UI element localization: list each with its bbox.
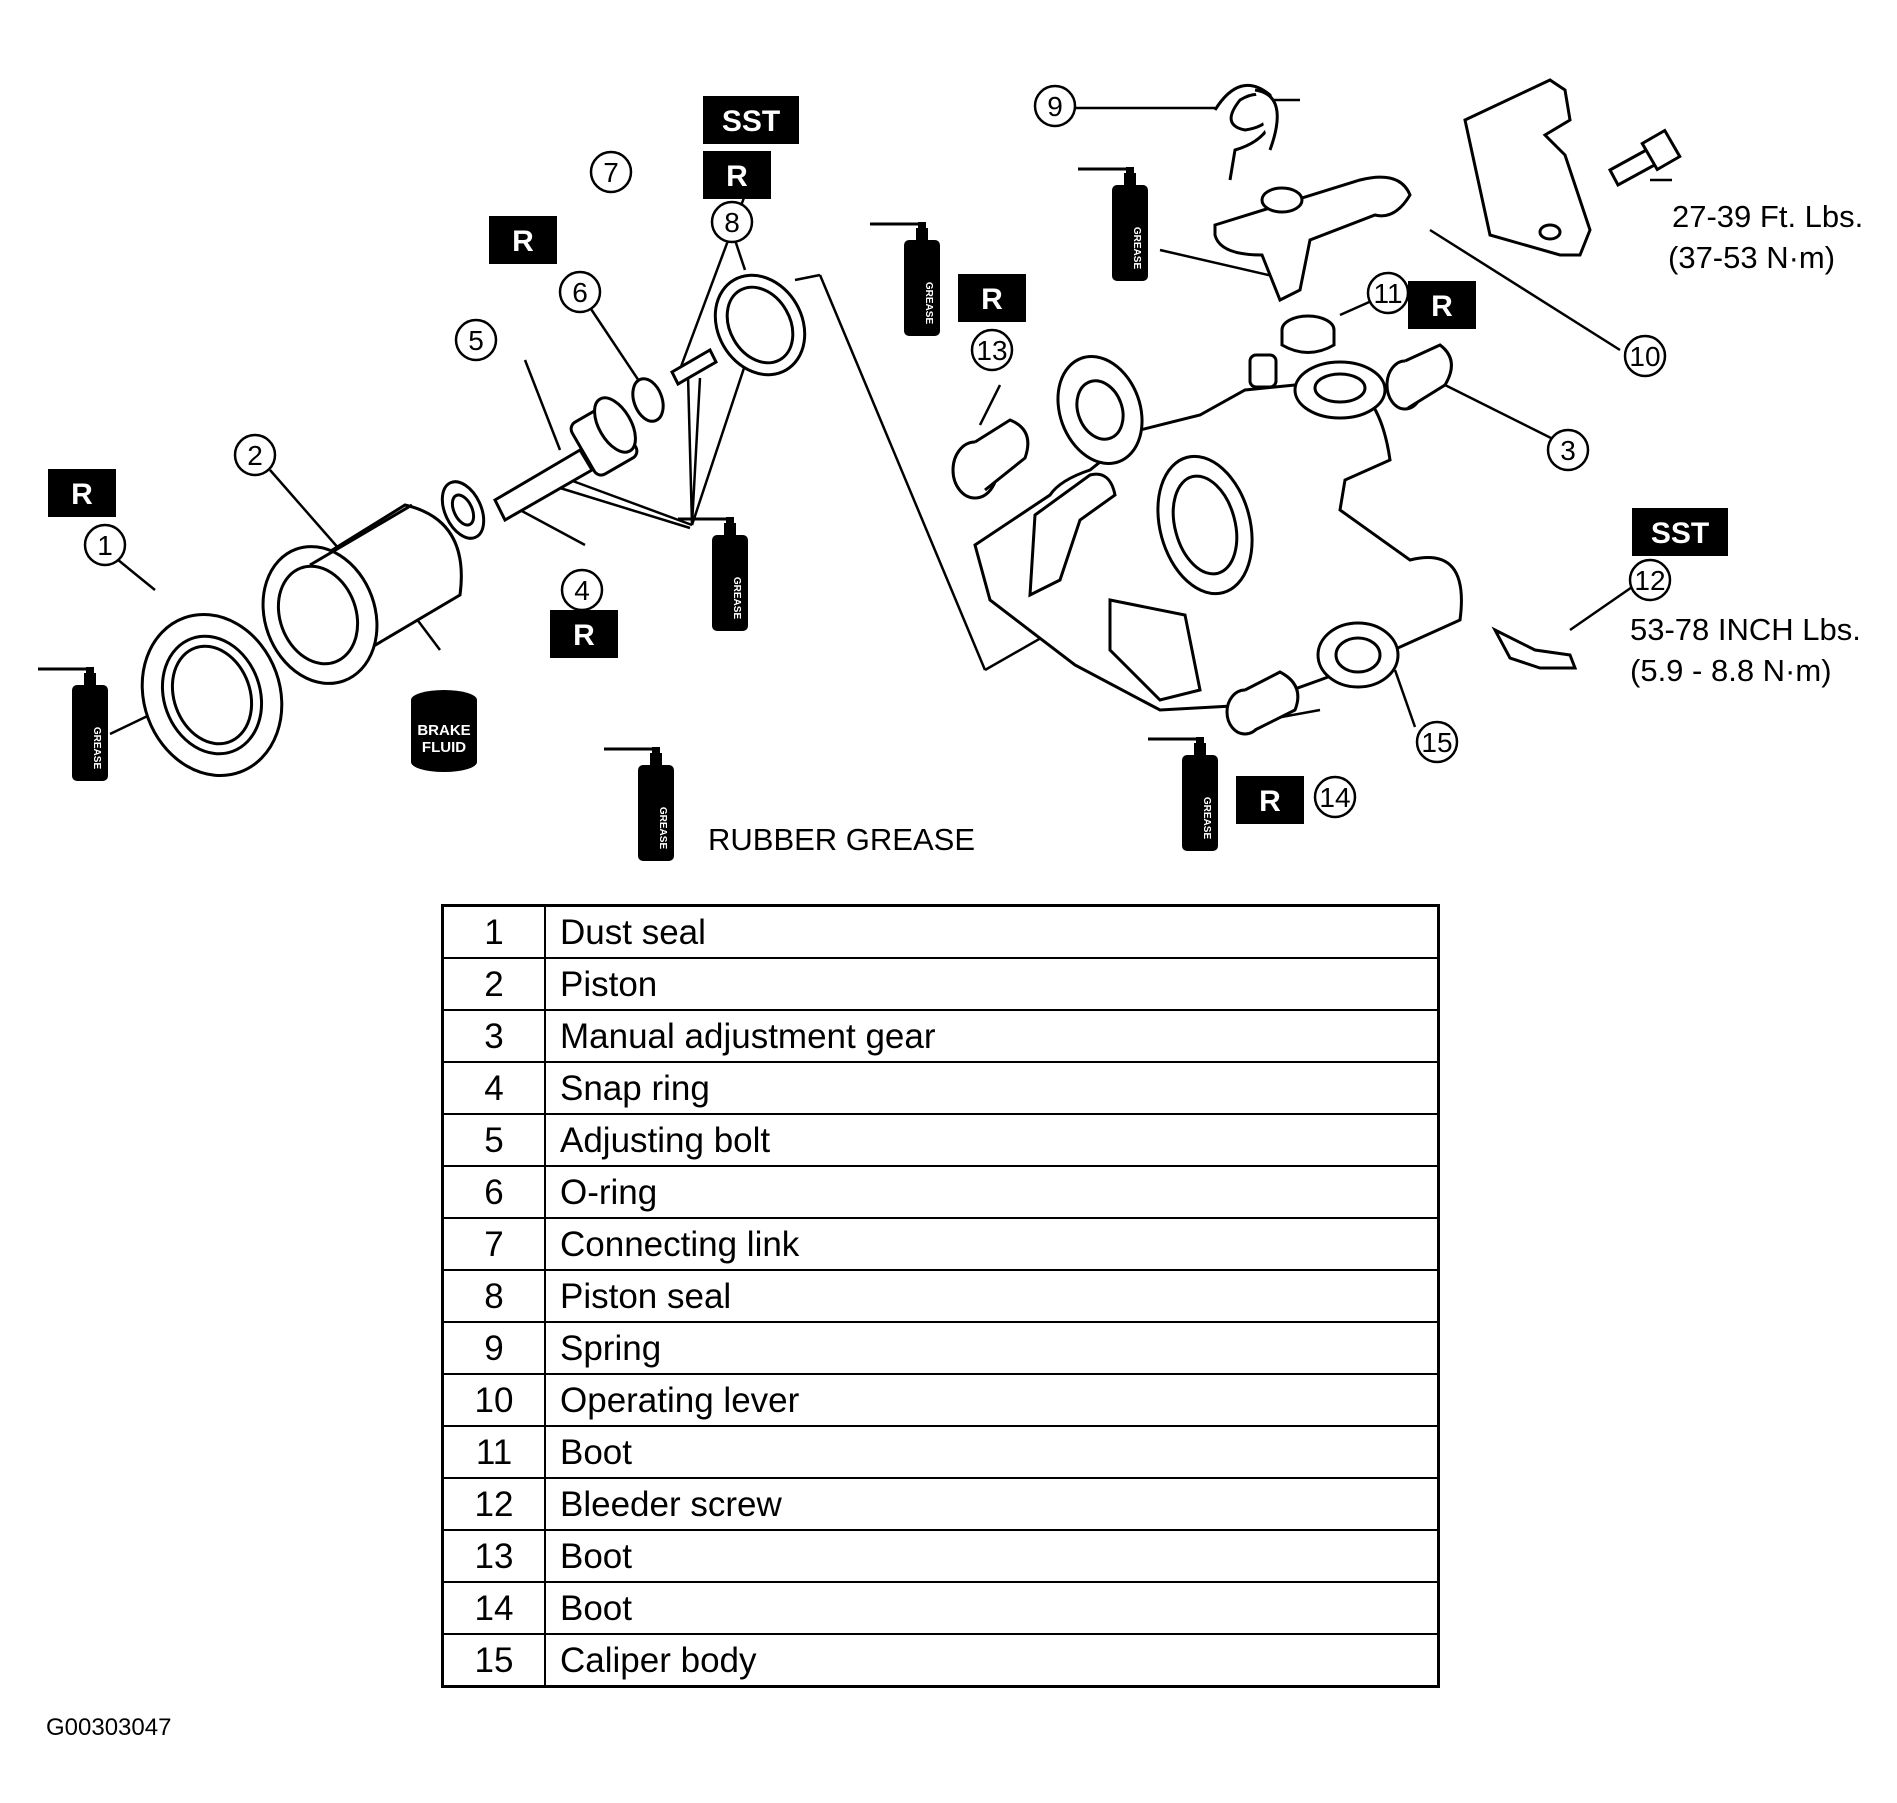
part-name: Piston seal [544, 1269, 1440, 1323]
svg-text:R: R [1259, 785, 1281, 818]
figure-id: G00303047 [46, 1714, 172, 1741]
svg-text:R: R [512, 225, 534, 258]
svg-text:R: R [981, 283, 1003, 316]
part-number: 9 [441, 1321, 546, 1375]
part-number: 1 [441, 904, 546, 959]
part-name: Dust seal [544, 904, 1440, 959]
torque-specs: 27-39 Ft. Lbs. (37-53 N·m) 53-78 INCH Lb… [1630, 199, 1863, 688]
rubber-grease-legend: RUBBER GREASE [708, 822, 975, 857]
svg-text:10: 10 [1629, 341, 1660, 372]
svg-text:R: R [573, 619, 595, 652]
part-name: Spring [544, 1321, 1440, 1375]
svg-text:FLUID: FLUID [422, 739, 466, 756]
part-name: Adjusting bolt [544, 1113, 1440, 1167]
svg-text:GREASE: GREASE [923, 282, 934, 325]
svg-text:SST: SST [722, 105, 780, 138]
part-name: Piston [544, 957, 1440, 1011]
part-callout-numbers: 1 2 3 4 5 6 7 8 9 10 11 12 13 14 15 [97, 91, 1665, 813]
svg-text:14: 14 [1319, 782, 1350, 813]
part-name: Boot [544, 1581, 1440, 1635]
grease-cans: GREASE GREASE GREASE GREASE GREASE GREAS… [36, 165, 1220, 863]
svg-text:7: 7 [603, 157, 619, 188]
part-number: 12 [441, 1477, 546, 1531]
svg-text:BRAKE: BRAKE [417, 722, 470, 739]
diagram-drawing: GREASE GREASE GREASE GREASE GREASE GREAS… [36, 78, 1863, 863]
part-number: 4 [441, 1061, 546, 1115]
part-number: 11 [441, 1425, 546, 1479]
part-name: Caliper body [544, 1633, 1440, 1688]
svg-text:15: 15 [1421, 727, 1452, 758]
brake-fluid-can: BRAKE FLUID [411, 690, 477, 772]
svg-text:GREASE: GREASE [657, 807, 668, 850]
part-name: O-ring [544, 1165, 1440, 1219]
part-number: 13 [441, 1529, 546, 1583]
parts-outlines [140, 78, 1682, 777]
svg-text:GREASE: GREASE [1131, 227, 1142, 270]
replace-tags: R R R R R R R [48, 151, 1476, 824]
torque-bleeder-inch: 53-78 INCH Lbs. [1630, 612, 1861, 647]
part-name: Snap ring [544, 1061, 1440, 1115]
svg-text:11: 11 [1373, 278, 1402, 309]
part-name: Bleeder screw [544, 1477, 1440, 1531]
svg-text:GREASE: GREASE [91, 727, 102, 770]
part-callouts [83, 84, 1672, 819]
part-number: 6 [441, 1165, 546, 1219]
svg-text:6: 6 [572, 277, 588, 308]
part-name: Manual adjustment gear [544, 1009, 1440, 1063]
svg-text:8: 8 [724, 207, 740, 238]
svg-text:GREASE: GREASE [1201, 797, 1212, 840]
svg-text:R: R [726, 160, 748, 193]
part-number: 10 [441, 1373, 546, 1427]
leader-lines [109, 98, 1672, 736]
part-name: Boot [544, 1529, 1440, 1583]
svg-text:12: 12 [1634, 565, 1665, 596]
svg-text:R: R [71, 478, 93, 511]
sst-tags: SST SST [703, 96, 1728, 556]
part-number: 3 [441, 1009, 546, 1063]
part-name: Connecting link [544, 1217, 1440, 1271]
part-name: Operating lever [544, 1373, 1440, 1427]
part-number: 5 [441, 1113, 546, 1167]
svg-text:9: 9 [1047, 91, 1063, 122]
part-number: 7 [441, 1217, 546, 1271]
part-name: Boot [544, 1425, 1440, 1479]
torque-bleeder-nm: (5.9 - 8.8 N·m) [1630, 653, 1832, 688]
part-number: 14 [441, 1581, 546, 1635]
svg-text:3: 3 [1560, 435, 1576, 466]
svg-text:13: 13 [976, 335, 1007, 366]
svg-text:GREASE: GREASE [731, 577, 742, 620]
svg-text:4: 4 [574, 575, 590, 606]
svg-text:1: 1 [97, 530, 113, 561]
svg-text:2: 2 [247, 440, 263, 471]
svg-text:R: R [1431, 290, 1453, 323]
torque-bracket-bolt-ft: 27-39 Ft. Lbs. [1672, 199, 1863, 234]
part-number: 8 [441, 1269, 546, 1323]
svg-text:SST: SST [1651, 517, 1709, 550]
torque-bracket-bolt-nm: (37-53 N·m) [1668, 240, 1835, 275]
svg-text:5: 5 [468, 325, 484, 356]
part-number: 15 [441, 1633, 546, 1688]
part-number: 2 [441, 957, 546, 1011]
